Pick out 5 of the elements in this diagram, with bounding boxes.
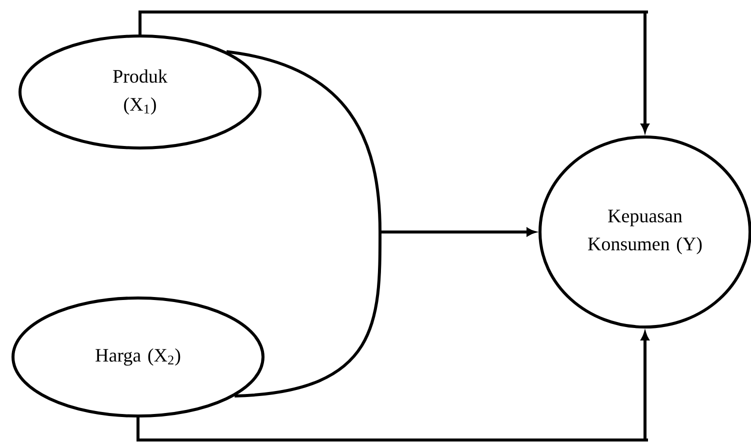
arrow bbox=[234, 228, 536, 398]
arrow bbox=[138, 10, 650, 132]
arrow bbox=[136, 332, 650, 442]
ellipse-node: Harga (X$_{2}$) bbox=[12, 296, 264, 418]
ellipse-node: Produk (X$_{1}$) bbox=[18, 34, 262, 150]
